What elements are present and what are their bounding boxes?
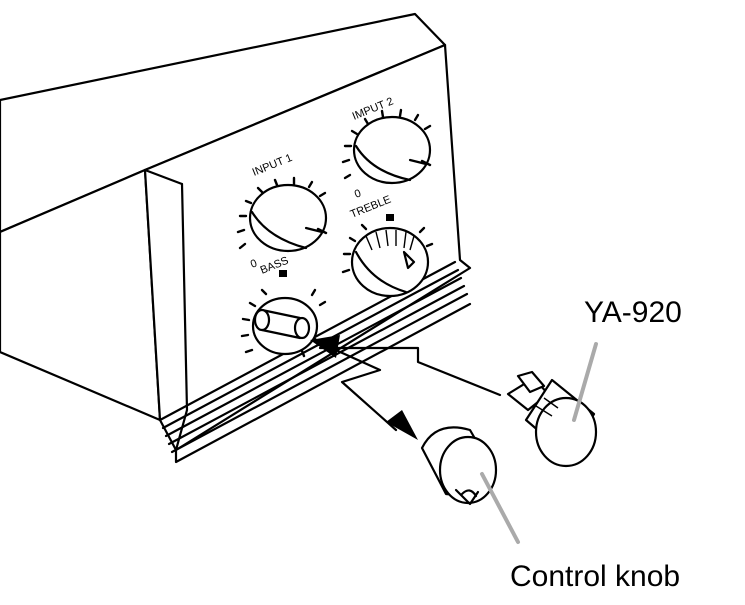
input2-knob: 0 IMPUT 2: [341, 95, 432, 201]
ya920-label: YA-920: [584, 296, 682, 329]
treble-center-mark: [386, 214, 394, 221]
input2-scale-ticks: [341, 108, 432, 180]
treble-knob: TREBLE: [341, 194, 434, 298]
remove-arrow: [316, 340, 418, 440]
input1-zero-mark: 0: [249, 257, 259, 270]
input1-scale-ticks: [236, 176, 327, 250]
control-knob-part: [420, 426, 498, 506]
install-arrow: [310, 335, 502, 397]
input1-knob: 0 INPUT 1: [236, 152, 328, 271]
bass-center-mark: [279, 270, 287, 277]
ya920-part: [506, 370, 598, 468]
treble-scale-ticks: [341, 223, 434, 274]
control-knob-label: Control knob: [510, 560, 680, 593]
panel-stripes: [158, 260, 472, 464]
input2-zero-mark: 0: [353, 187, 363, 200]
ya920-leader-line: [572, 342, 598, 422]
control-knob-leader-line: [480, 472, 520, 544]
